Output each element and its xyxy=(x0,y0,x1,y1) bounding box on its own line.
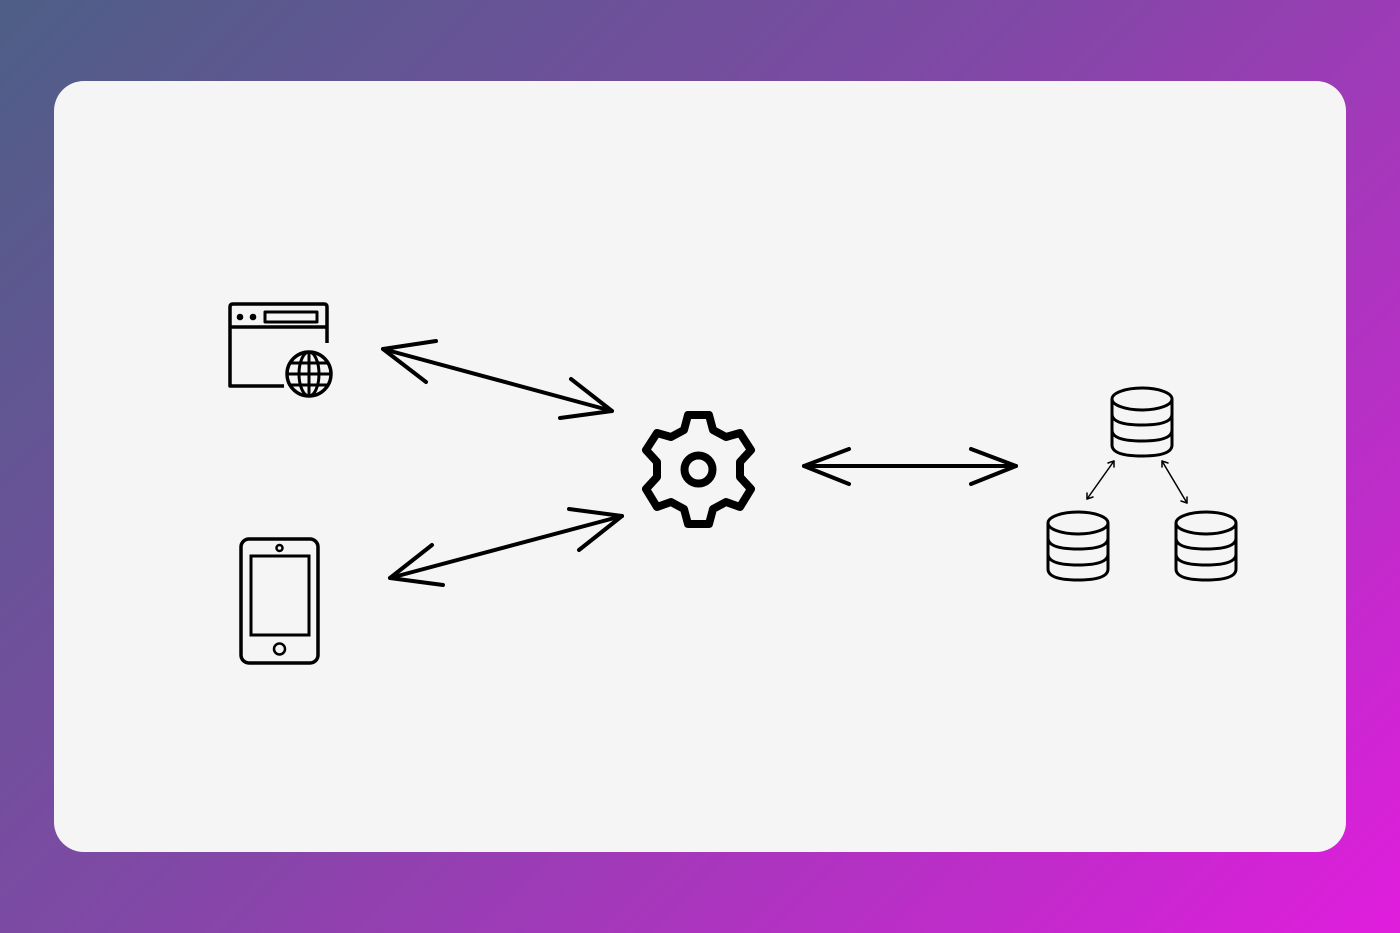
primary-database-icon xyxy=(1110,386,1174,458)
smartphone-icon xyxy=(239,537,320,665)
diagram-card xyxy=(54,81,1346,852)
replica-database-left-icon xyxy=(1046,510,1110,582)
gear-icon xyxy=(642,411,755,528)
arrow-phone-to-server xyxy=(388,507,624,587)
architecture-diagram xyxy=(228,302,1238,665)
arrow-primary-to-replica-left xyxy=(1086,460,1115,500)
web-browser-globe-icon xyxy=(228,302,333,398)
arrow-web-to-server xyxy=(381,339,614,420)
arrow-primary-to-replica-right xyxy=(1161,460,1188,504)
replica-database-right-icon xyxy=(1174,510,1238,582)
arrow-server-to-database xyxy=(802,447,1018,486)
